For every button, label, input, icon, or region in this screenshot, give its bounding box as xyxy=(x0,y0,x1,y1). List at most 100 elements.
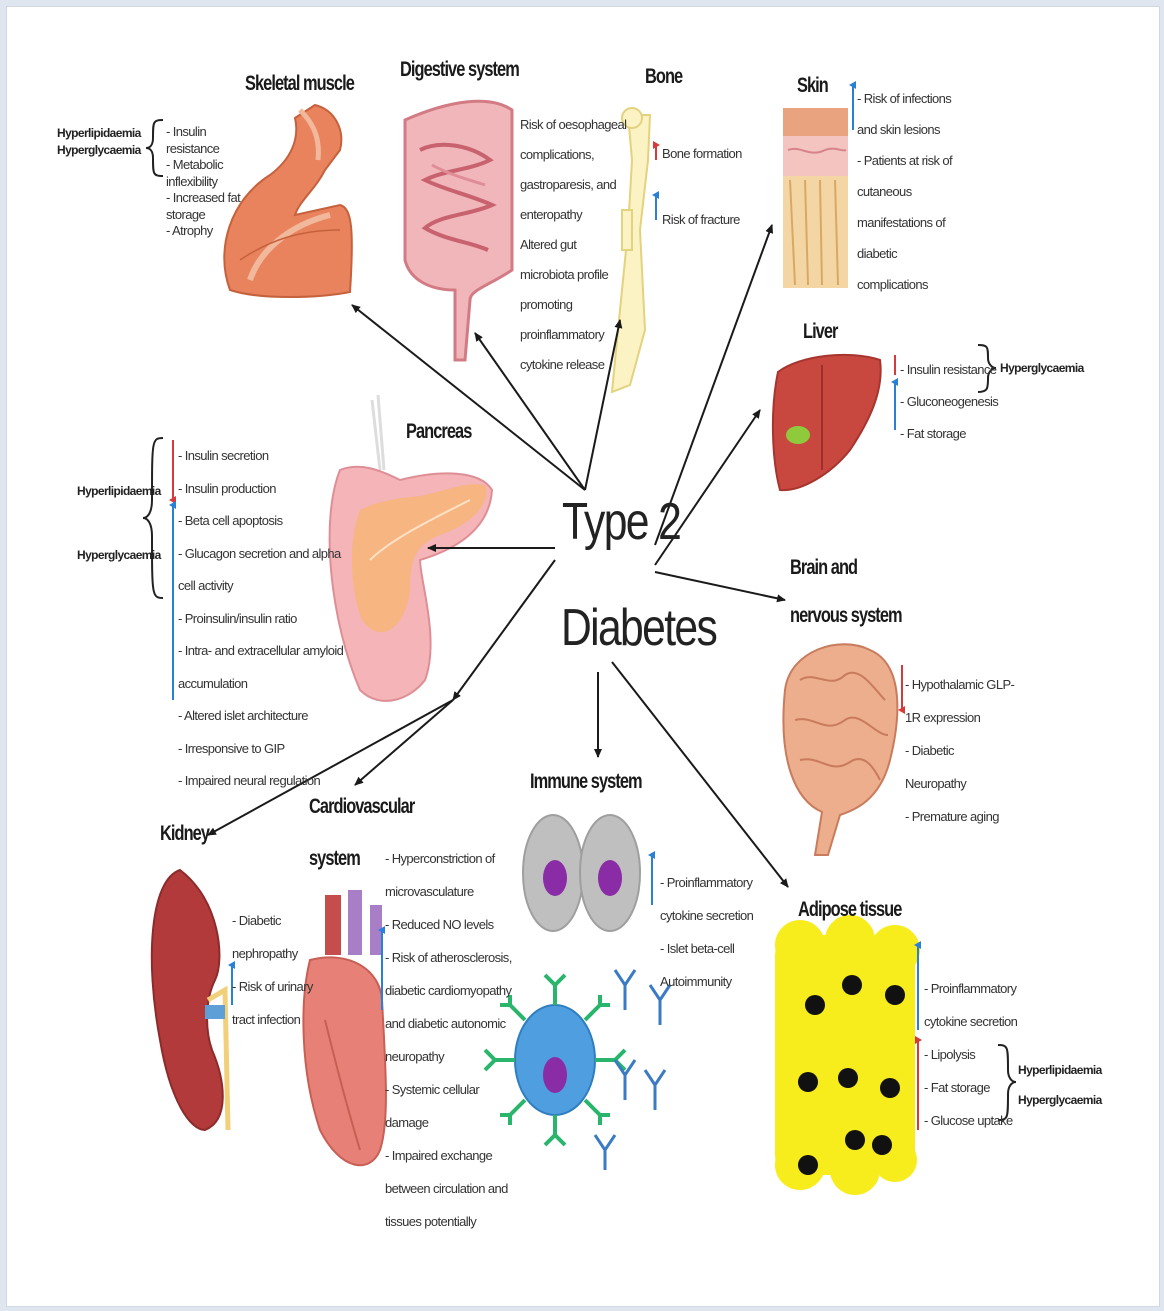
effect-item: - Premature aging xyxy=(905,800,1014,833)
digestive-illustration xyxy=(405,101,512,360)
effect-item: - Insulin production xyxy=(178,473,343,506)
effect-item: Neuropathy xyxy=(905,767,1014,800)
immune-system-effects: - Proinflammatory cytokine secretion - I… xyxy=(660,866,753,998)
immune-illustration xyxy=(485,815,670,1170)
effect-item: inflexibility xyxy=(166,174,240,191)
effect-item: cytokine secretion xyxy=(660,899,753,932)
effect-item: - Reduced NO levels xyxy=(385,908,512,941)
effect-item: cytokine release xyxy=(520,350,626,380)
effect-item: - Insulin secretion xyxy=(178,440,343,473)
brain-effects: - Hypothalamic GLP- 1R expression - Diab… xyxy=(905,668,1014,833)
effect-item: - Fat storage xyxy=(924,1071,1017,1104)
adipose-tissue-conditions: Hyperlipidaemia Hyperglycaemia xyxy=(1018,1055,1102,1115)
effect-item: Autoimmunity xyxy=(660,965,753,998)
condition-label: Hyperglycaemia xyxy=(57,142,141,159)
effect-item: cutaneous xyxy=(857,176,952,207)
kidney-title: Kidney xyxy=(160,822,209,846)
effect-item: - Proinflammatory xyxy=(924,972,1017,1005)
effect-item: - Glucagon secretion and alpha xyxy=(178,538,343,571)
effect-item: - Lipolysis xyxy=(924,1038,1017,1071)
effect-item: - Metabolic xyxy=(166,157,240,174)
effect-item: manifestations of xyxy=(857,207,952,238)
pancreas-title: Pancreas xyxy=(406,420,471,444)
effect-item: complications xyxy=(857,269,952,300)
digestive-system-effects: Risk of oesophageal complications, gastr… xyxy=(520,110,626,380)
liver-illustration xyxy=(773,355,881,490)
effect-item: - Gluconeogenesis xyxy=(900,386,998,418)
effect-item: resistance xyxy=(166,141,240,158)
center-title-line2: Diabetes xyxy=(561,598,716,658)
condition-label: Hyperglycaemia xyxy=(1018,1085,1102,1115)
bone-title: Bone xyxy=(645,65,682,89)
effect-item: cytokine secretion xyxy=(924,1005,1017,1038)
skeletal-muscle-effects: - Insulin resistance - Metabolic inflexi… xyxy=(166,124,240,240)
effect-item: accumulation xyxy=(178,668,343,701)
effect-item: diabetic cardiomyopathy xyxy=(385,974,512,1007)
digestive-system-title: Digestive system xyxy=(400,58,519,82)
effect-item: - Islet beta-cell xyxy=(660,932,753,965)
effect-item: and skin lesions xyxy=(857,114,952,145)
kidney-effects: - Diabetic nephropathy - Risk of urinary… xyxy=(232,904,313,1036)
effect-item: - Diabetic xyxy=(905,734,1014,767)
skin-illustration xyxy=(783,108,848,288)
brain-title-line2: nervous system xyxy=(790,604,902,628)
center-title-line1: Type 2 xyxy=(562,492,680,552)
skeletal-muscle-title: Skeletal muscle xyxy=(245,72,354,96)
liver-effects: - Insulin resistance - Gluconeogenesis -… xyxy=(900,354,998,450)
effect-item: - Proinflammatory xyxy=(660,866,753,899)
effect-item: - Increased fat xyxy=(166,190,240,207)
effect-item: - Systemic cellular xyxy=(385,1073,512,1106)
effect-item: - Fat storage xyxy=(900,418,998,450)
effect-item: nephropathy xyxy=(232,937,313,970)
pancreas-condition-2: Hyperglycaemia xyxy=(77,547,161,564)
skeletal-muscle-conditions: Hyperlipidaemia Hyperglycaemia xyxy=(57,125,141,159)
cardiovascular-title-line2: system xyxy=(309,847,360,871)
effect-item: - Risk of urinary xyxy=(232,970,313,1003)
brain-title-line1: Brain and xyxy=(790,556,857,580)
skeletal-muscle-illustration xyxy=(224,105,352,297)
effect-item: - Risk of atherosclerosis, xyxy=(385,941,512,974)
skin-effects: - Risk of infections and skin lesions - … xyxy=(857,83,952,300)
bone-effect-1: Bone formation xyxy=(662,146,742,163)
effect-item: neuropathy xyxy=(385,1040,512,1073)
immune-system-title: Immune system xyxy=(530,770,642,794)
adipose-tissue-effects: - Proinflammatory cytokine secretion - L… xyxy=(924,972,1017,1137)
kidney-illustration xyxy=(152,870,228,1130)
effect-item: - Glucose uptake xyxy=(924,1104,1017,1137)
liver-title: Liver xyxy=(803,320,837,344)
effect-item: - Hypothalamic GLP- xyxy=(905,668,1014,701)
skin-title: Skin xyxy=(797,74,828,98)
effect-item: tissues potentially xyxy=(385,1205,512,1238)
effect-item: 1R expression xyxy=(905,701,1014,734)
effect-item: storage xyxy=(166,207,240,224)
effect-item: promoting xyxy=(520,290,626,320)
condition-label: Hyperlipidaemia xyxy=(1018,1055,1102,1085)
effect-item: damage xyxy=(385,1106,512,1139)
effect-item: and diabetic autonomic xyxy=(385,1007,512,1040)
effect-item: - Risk of infections xyxy=(857,83,952,114)
effect-item: - Impaired neural regulation xyxy=(178,765,343,798)
bone-effect-2: Risk of fracture xyxy=(662,212,740,229)
effect-item: diabetic xyxy=(857,238,952,269)
effect-item: - Insulin resistance xyxy=(900,354,998,386)
cardiovascular-effects: - Hyperconstriction of microvasculature … xyxy=(385,842,512,1238)
adipose-illustration xyxy=(775,915,920,1195)
effect-item: - Atrophy xyxy=(166,223,240,240)
liver-condition: Hyperglycaemia xyxy=(1000,360,1084,377)
effect-item: between circulation and xyxy=(385,1172,512,1205)
effect-item: Altered gut xyxy=(520,230,626,260)
effect-item: - Irresponsive to GIP xyxy=(178,733,343,766)
condition-label: Hyperlipidaemia xyxy=(57,125,141,142)
brain-illustration xyxy=(783,644,897,855)
effect-item: enteropathy xyxy=(520,200,626,230)
effect-item: Risk of oesophageal xyxy=(520,110,626,140)
effect-item: - Hyperconstriction of xyxy=(385,842,512,875)
effect-item: - Patients at risk of xyxy=(857,145,952,176)
effect-item: - Proinsulin/insulin ratio xyxy=(178,603,343,636)
effect-item: - Intra- and extracellular amyloid xyxy=(178,635,343,668)
effect-item: - Altered islet architecture xyxy=(178,700,343,733)
effect-item: microvasculature xyxy=(385,875,512,908)
effect-item: - Beta cell apoptosis xyxy=(178,505,343,538)
effect-item: - Diabetic xyxy=(232,904,313,937)
